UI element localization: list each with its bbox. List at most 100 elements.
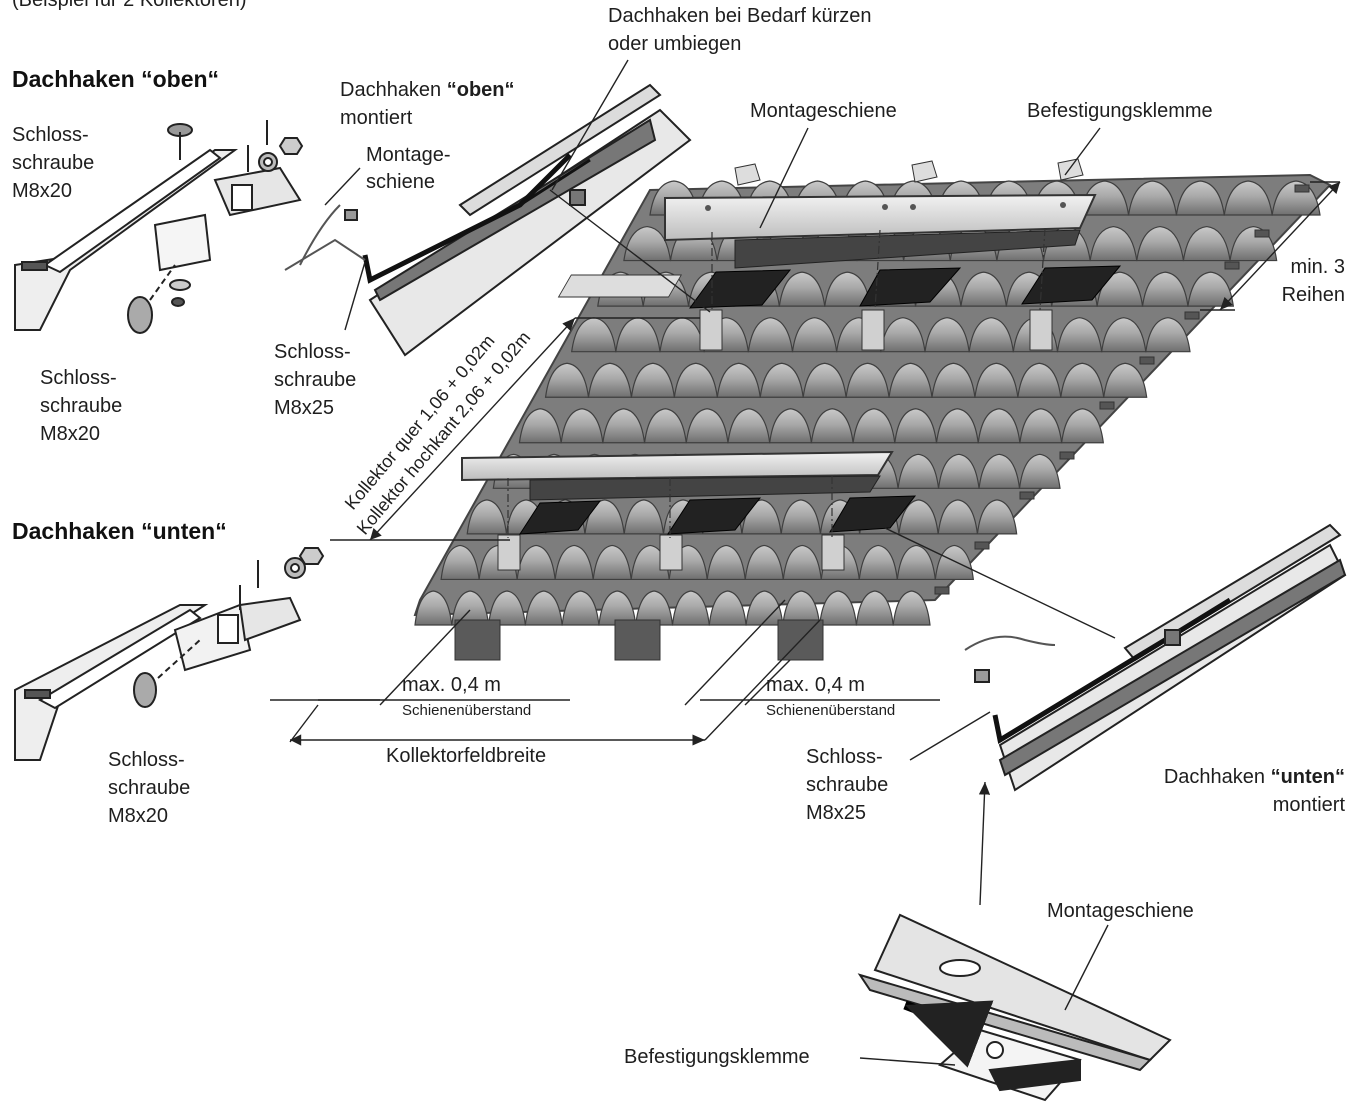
hook-top-screw-b-2: schraube bbox=[40, 395, 123, 417]
roof-tile bbox=[1056, 317, 1103, 353]
caption-top: (Beispiel für 2 Kollektoren) bbox=[12, 0, 247, 11]
roof-tile bbox=[747, 317, 794, 353]
roof-tile bbox=[976, 499, 1018, 535]
roof-tile bbox=[1018, 453, 1061, 489]
roof-tile bbox=[561, 590, 600, 626]
roof-tile bbox=[858, 544, 898, 581]
roof-tile bbox=[1127, 180, 1178, 216]
roof-tile bbox=[852, 408, 896, 444]
roof-tile bbox=[1145, 317, 1191, 353]
roof-tile bbox=[1019, 408, 1063, 444]
overhang-right-value: max. 0,4 m bbox=[766, 674, 865, 696]
roof-tile bbox=[780, 499, 822, 535]
hook-top-rail-2: schiene bbox=[366, 171, 435, 193]
hook-bottom-mounted-screw-2: schraube bbox=[806, 774, 889, 796]
hook-bottom-screw-1: Schloss- bbox=[108, 749, 185, 771]
roof-tile bbox=[643, 408, 687, 444]
clamp-label: Befestigungsklemme bbox=[1027, 100, 1213, 122]
hook-bottom-screw-3: M8x20 bbox=[108, 805, 169, 827]
hook-bottom-mounted-title: Dachhaken “unten“ bbox=[1163, 766, 1345, 788]
roof-tile bbox=[598, 590, 637, 626]
rows-line1: min. 3 bbox=[1290, 256, 1345, 278]
hook-top-heading: Dachhaken “oben“ bbox=[12, 66, 220, 92]
roof-tile bbox=[1060, 362, 1105, 398]
hook-bottom-mounted-subtitle: montiert bbox=[1272, 794, 1345, 816]
hook-bottom-mounted-screw-1: Schloss- bbox=[806, 746, 883, 768]
roof-tile bbox=[937, 499, 979, 535]
leader-lines bbox=[270, 59, 1341, 1066]
roof-tile bbox=[974, 362, 1019, 398]
roof-tile bbox=[635, 590, 674, 626]
roof-hook-top-mounted bbox=[284, 83, 692, 357]
roof-tile bbox=[487, 590, 527, 626]
roof-tile bbox=[782, 590, 821, 626]
detail-clamp-label: Befestigungsklemme bbox=[624, 1046, 810, 1068]
roof-tile bbox=[706, 544, 746, 581]
hint-shorten-line2: oder umbiegen bbox=[608, 33, 742, 55]
roof-tile bbox=[931, 362, 976, 398]
roof-tile bbox=[602, 408, 646, 444]
roof-tile bbox=[745, 590, 784, 626]
roof-tile bbox=[440, 544, 480, 581]
overhang-right-label: Schienenüberstand bbox=[766, 702, 896, 719]
roof-hook-top-exploded bbox=[14, 120, 304, 334]
mounting-rail-upper bbox=[557, 158, 1122, 351]
roof-tile bbox=[802, 362, 847, 398]
roof-tile bbox=[960, 271, 1008, 307]
roof-tile bbox=[451, 590, 490, 626]
roof-tile bbox=[880, 317, 926, 353]
roof-tile bbox=[892, 590, 931, 626]
overhang-left-value: max. 0,4 m bbox=[402, 674, 501, 696]
roof-tile bbox=[524, 590, 563, 626]
hint-shorten-line1: Dachhaken bei Bedarf kürzen bbox=[608, 5, 872, 27]
roof-tile bbox=[1060, 408, 1105, 444]
roof-tile bbox=[708, 590, 747, 626]
roof-tile bbox=[759, 362, 804, 398]
hook-top-screw-a-3: M8x20 bbox=[12, 180, 73, 202]
hook-top-mounted-screw-2: schraube bbox=[274, 369, 357, 391]
roof-tile bbox=[977, 408, 1021, 444]
roof-tile bbox=[778, 271, 826, 307]
roof-tile bbox=[1141, 271, 1189, 307]
hook-top-screw-a-1: Schloss- bbox=[12, 124, 89, 146]
rows-line2: Reihen bbox=[1281, 284, 1345, 306]
roof-tile bbox=[791, 317, 838, 353]
roof-hook-bottom-exploded bbox=[14, 547, 325, 761]
roof-tile bbox=[937, 453, 980, 489]
field-width-label: Kollektorfeldbreite bbox=[386, 745, 547, 767]
hook-top-mounted-subtitle: montiert bbox=[340, 107, 413, 129]
roof-tile bbox=[671, 590, 710, 626]
roof-tile bbox=[978, 453, 1021, 489]
roof-tile bbox=[935, 408, 979, 444]
rail-label: Montageschiene bbox=[750, 100, 897, 122]
roof-tile bbox=[1089, 225, 1138, 262]
roof-tile bbox=[630, 362, 676, 398]
hook-top-screw-b-1: Schloss- bbox=[40, 367, 117, 389]
roof-tile bbox=[554, 544, 594, 581]
roof-tile bbox=[898, 499, 939, 535]
hook-top-mounted-title: Dachhaken “oben“ bbox=[340, 79, 515, 101]
roof-tile bbox=[845, 362, 890, 398]
roof-tile bbox=[623, 499, 665, 535]
roof-tile bbox=[894, 408, 938, 444]
overhang-left-label: Schienenüberstand bbox=[402, 702, 532, 719]
roof-tile bbox=[1103, 362, 1148, 398]
roof-tile bbox=[587, 362, 633, 398]
hook-top-screw-b-3: M8x20 bbox=[40, 423, 101, 445]
hook-top-rail-1: Montage- bbox=[366, 144, 451, 166]
roof-tile bbox=[685, 408, 729, 444]
roof-tile bbox=[623, 225, 672, 262]
roof-tile bbox=[818, 590, 858, 626]
roof-tile bbox=[414, 590, 453, 626]
roof-tile bbox=[1100, 317, 1147, 353]
hook-top-mounted-screw-3: M8x25 bbox=[274, 397, 335, 419]
roof-tile bbox=[592, 544, 632, 581]
roof-tile bbox=[888, 362, 933, 398]
roof-tile bbox=[896, 544, 936, 581]
roof-tile bbox=[673, 362, 718, 398]
hook-top-mounted-screw-1: Schloss- bbox=[274, 341, 351, 363]
detail-rail-label: Montageschiene bbox=[1047, 900, 1194, 922]
hook-bottom-screw-2: schraube bbox=[108, 777, 191, 799]
roof-tile bbox=[968, 317, 1015, 353]
